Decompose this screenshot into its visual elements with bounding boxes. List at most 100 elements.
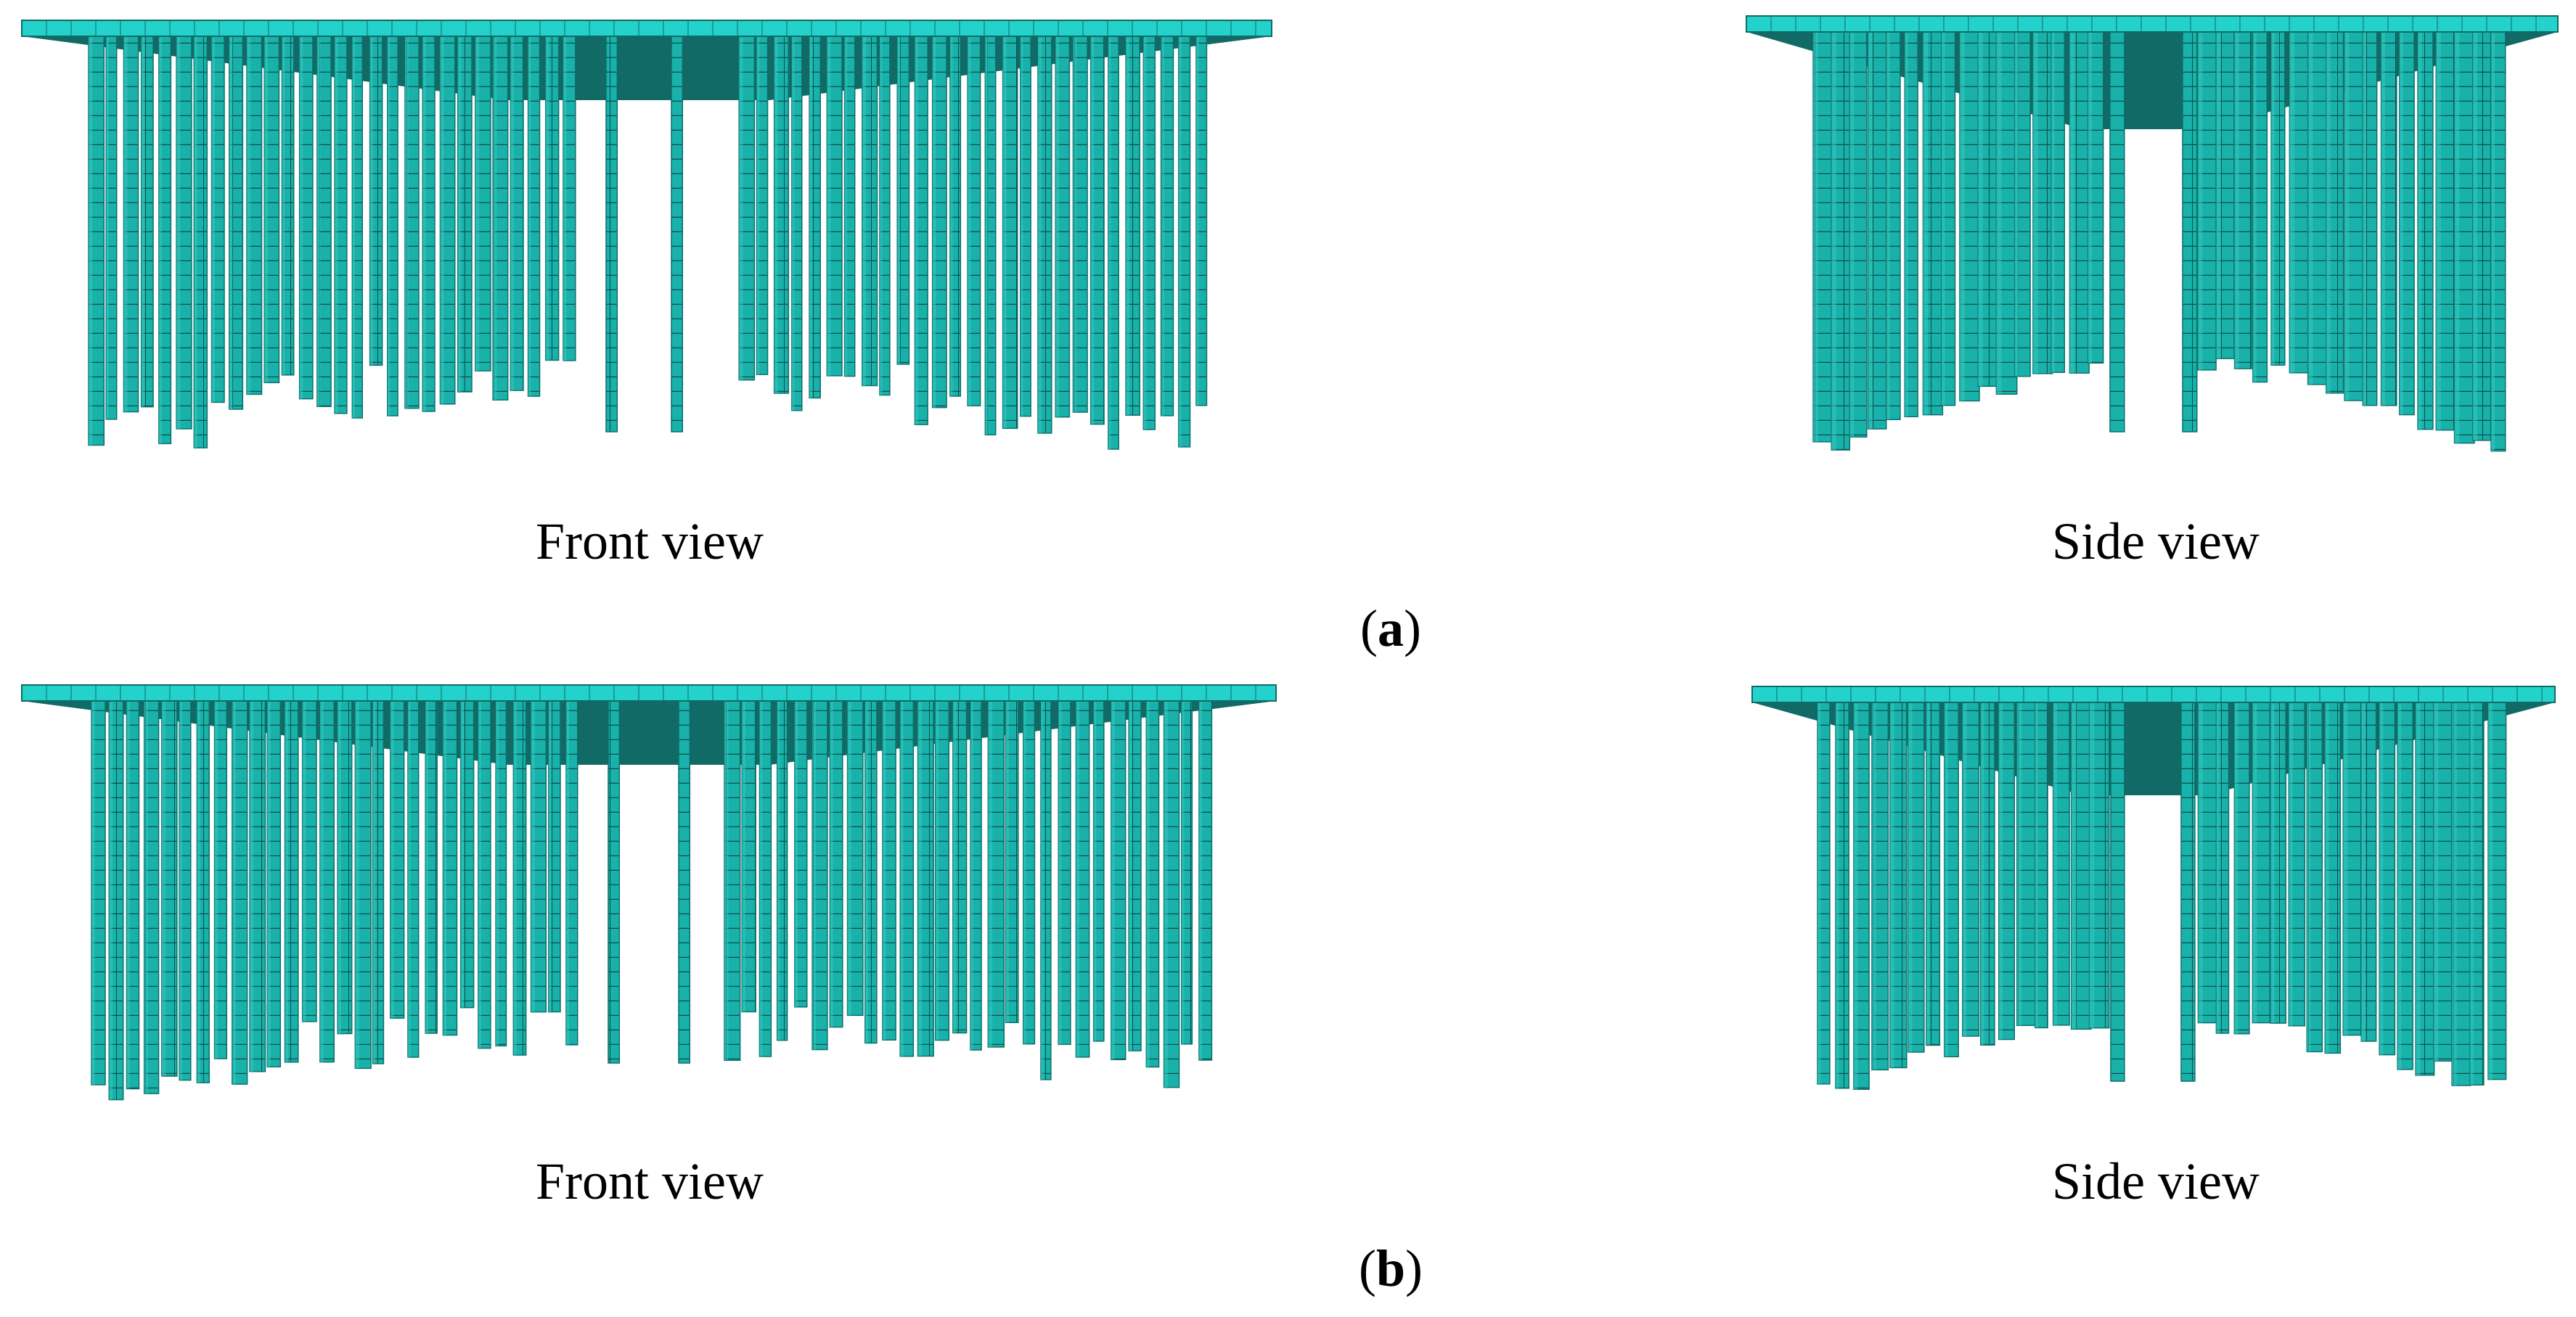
pile-highlight: [106, 36, 109, 419]
pile-highlight: [264, 36, 269, 383]
pile-highlight: [2270, 702, 2275, 1024]
pile-highlight: [2051, 32, 2055, 373]
pile-highlight: [2379, 702, 2384, 1055]
center-pile: [2180, 702, 2196, 1082]
pile-highlight: [2397, 702, 2402, 1070]
subfigure-label-b: (b): [1358, 1239, 1423, 1297]
pile-highlight: [794, 701, 798, 1007]
center-pile: [2182, 31, 2198, 432]
pile-highlight: [1181, 701, 1185, 1044]
pile-highlight: [387, 36, 391, 416]
pile-highlight: [1980, 702, 1984, 1046]
pile-highlight: [2289, 702, 2293, 1026]
pile-highlight: [2361, 702, 2366, 1041]
pile-highlight: [2343, 702, 2348, 1035]
side-view-b-drawing: [1751, 686, 2556, 1091]
pile-highlight: [1196, 36, 1199, 406]
pile-highlight: [2452, 702, 2457, 1086]
pile-highlight: [369, 36, 373, 366]
pile-highlight: [513, 701, 517, 1056]
pile-highlight: [2418, 32, 2422, 430]
pile-highlight: [2014, 32, 2019, 377]
pile-highlight: [2307, 702, 2311, 1052]
pile-highlight: [2326, 32, 2331, 393]
pile-highlight: [335, 36, 338, 414]
pile-highlight: [460, 701, 465, 1008]
pile-highlight: [952, 701, 957, 1033]
pile-highlight: [1129, 701, 1132, 1051]
pile-highlight: [1164, 701, 1168, 1088]
pile-highlight: [985, 36, 988, 435]
pile-highlight: [2454, 32, 2460, 443]
pile-highlight: [319, 701, 324, 1062]
pile-highlight: [970, 701, 973, 1051]
pile-highlight: [739, 36, 743, 380]
side-view-b-caption: Side view: [2052, 1152, 2260, 1210]
front-view-b-caption: Front view: [536, 1152, 764, 1210]
pile-highlight: [2234, 702, 2238, 1034]
pile-highlight: [949, 36, 953, 396]
pile-highlight: [2289, 32, 2295, 373]
pile-highlight: [91, 701, 95, 1085]
pile-highlight: [1813, 32, 1818, 442]
pile-highlight: [161, 701, 166, 1077]
pile-highlight: [1090, 36, 1095, 424]
pile-highlight: [2071, 702, 2077, 1030]
pile-highlight: [827, 36, 831, 376]
pile-highlight: [2416, 702, 2421, 1075]
pile-highlight: [1002, 36, 1007, 429]
pile-highlight: [425, 701, 429, 1033]
center-pile: [608, 700, 621, 1064]
pile-highlight: [1905, 32, 1908, 417]
pile-highlight: [2325, 702, 2329, 1054]
pile-highlight: [1143, 36, 1147, 430]
pile-highlight: [1817, 702, 1821, 1084]
pile-highlight: [2069, 32, 2075, 374]
pile-group: [1746, 15, 2559, 452]
pile-highlight: [724, 701, 729, 1061]
pile-highlight: [372, 701, 376, 1064]
pile-highlight: [880, 36, 883, 395]
pile-highlight: [774, 36, 778, 393]
pile-highlight: [742, 701, 745, 1012]
pile-highlight: [408, 701, 411, 1057]
pile-cap-slab: [1746, 15, 2559, 33]
subfigure-letter-b: b: [1375, 1239, 1406, 1297]
pile-highlight: [144, 701, 148, 1094]
pile-cap-slab: [21, 684, 1277, 702]
pile-highlight: [285, 701, 289, 1062]
pile-highlight: [126, 701, 130, 1089]
pile-highlight: [1944, 702, 1948, 1057]
pile-highlight: [531, 701, 535, 1012]
side-view-a-caption: Side view: [2052, 512, 2260, 570]
pile-highlight: [250, 701, 254, 1072]
pile-highlight: [2491, 32, 2495, 451]
center-pile: [678, 700, 691, 1064]
front-view-b-drawing: [21, 684, 1277, 1101]
pile-highlight: [1161, 36, 1164, 416]
pile-highlight: [1041, 701, 1044, 1080]
pile-highlight: [211, 36, 215, 403]
pile-highlight: [2271, 32, 2275, 366]
pile-highlight: [1055, 36, 1060, 417]
center-pile: [2110, 702, 2125, 1082]
pile-highlight: [759, 701, 763, 1057]
pile-highlight: [229, 36, 233, 409]
pile-highlight: [900, 701, 904, 1057]
pile-highlight: [548, 701, 552, 1012]
pile-highlight: [197, 701, 200, 1083]
pile-highlight: [2053, 702, 2058, 1025]
pile-highlight: [1926, 702, 1930, 1046]
pile-highlight: [2234, 32, 2239, 369]
pile-highlight: [1126, 36, 1129, 416]
pile-highlight: [1199, 701, 1203, 1060]
pile-highlight: [528, 36, 531, 397]
pile-highlight: [777, 701, 780, 1041]
pile-highlight: [158, 36, 163, 444]
pile-cap-slab: [21, 20, 1272, 37]
pile-highlight: [2016, 702, 2022, 1026]
pile-highlight: [809, 36, 812, 398]
pile-highlight: [545, 36, 549, 361]
pile-highlight: [1108, 36, 1111, 449]
pile-highlight: [847, 701, 851, 1016]
